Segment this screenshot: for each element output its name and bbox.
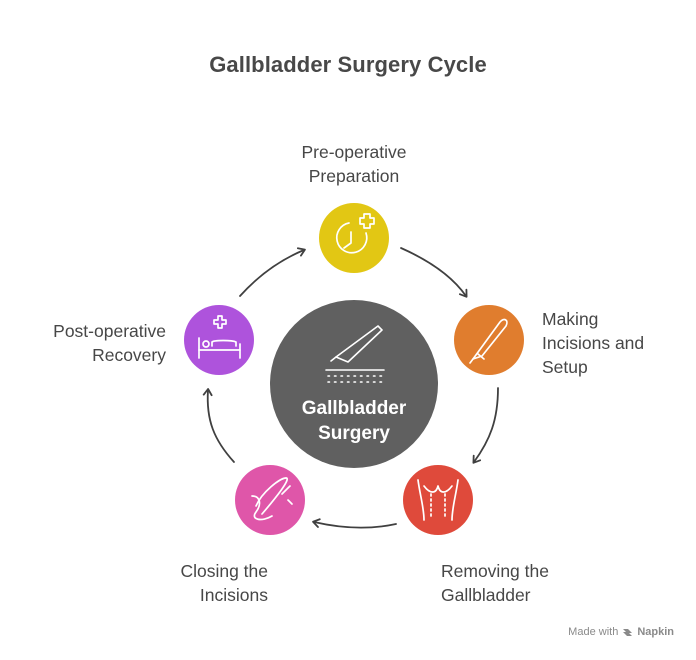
step-label-removal: Removing the Gallbladder	[441, 561, 549, 605]
center-label: Gallbladder Surgery	[301, 398, 407, 444]
step-node-preparation	[319, 203, 389, 273]
step-label-recovery: Post-operative Recovery	[53, 321, 166, 365]
watermark-prefix: Made with	[568, 626, 619, 638]
scalpel-incision-icon	[325, 325, 385, 383]
arrow-preparation-to-incisions	[400, 247, 468, 298]
step-circle-removal	[403, 465, 473, 535]
center-circle	[270, 300, 438, 468]
watermark[interactable]: Made with Napkin	[568, 626, 674, 638]
watermark-brand: Napkin	[637, 626, 674, 638]
hospital-bed-icon	[198, 315, 241, 359]
center-hub	[270, 300, 438, 468]
step-circle-incisions	[454, 305, 524, 375]
step-label-closing: Closing the Incisions	[180, 561, 268, 605]
arrow-incisions-to-removal	[472, 387, 499, 464]
step-node-recovery	[184, 305, 254, 375]
step-node-closing	[235, 465, 305, 535]
arrow-recovery-to-preparation	[239, 247, 306, 297]
arrow-removal-to-closing	[312, 518, 397, 529]
napkin-logo-icon	[623, 628, 633, 636]
step-label-incisions: Making Incisions and Setup	[542, 309, 645, 377]
step-node-incisions	[454, 305, 524, 375]
step-label-preparation: Pre-operative Preparation	[301, 142, 407, 186]
step-circle-closing	[235, 465, 305, 535]
arrow-closing-to-recovery	[202, 388, 235, 463]
torso-incision-icon	[417, 479, 459, 521]
clock-plus-icon	[335, 213, 375, 254]
step-node-removal	[403, 465, 473, 535]
suture-needle-icon	[251, 477, 293, 521]
scalpel-icon	[469, 318, 508, 364]
step-circle-preparation	[319, 203, 389, 273]
diagram-title: Gallbladder Surgery Cycle	[209, 52, 487, 77]
cycle-arrows	[202, 247, 499, 529]
